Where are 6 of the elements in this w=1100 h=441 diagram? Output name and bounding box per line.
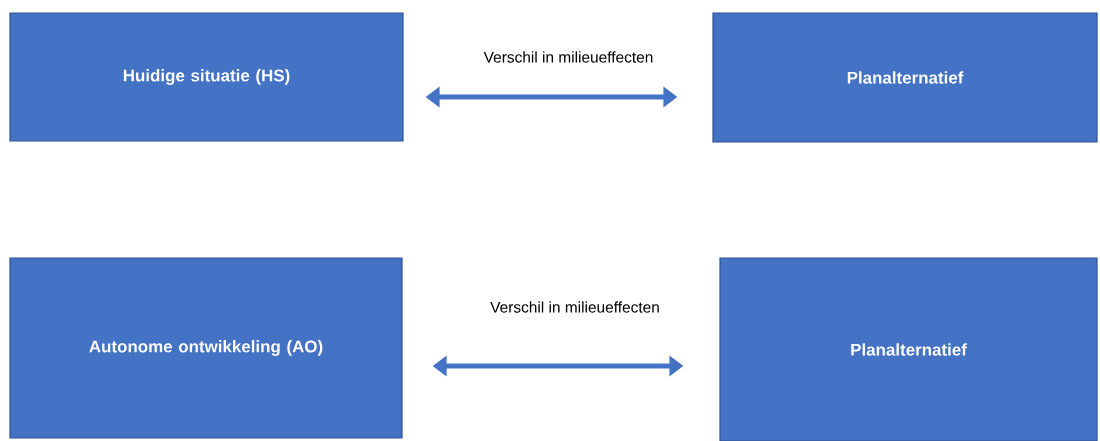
process-box: Huidige situatie (HS)	[9, 12, 404, 142]
process-box: Autonome ontwikkeling (AO)	[9, 257, 403, 439]
edge-label: Verschil in milieueffecten	[483, 51, 653, 63]
edge-label: Verschil in milieueffecten	[490, 301, 659, 313]
process-box: Planalternatief	[719, 257, 1098, 441]
process-box: Planalternatief	[712, 12, 1098, 143]
